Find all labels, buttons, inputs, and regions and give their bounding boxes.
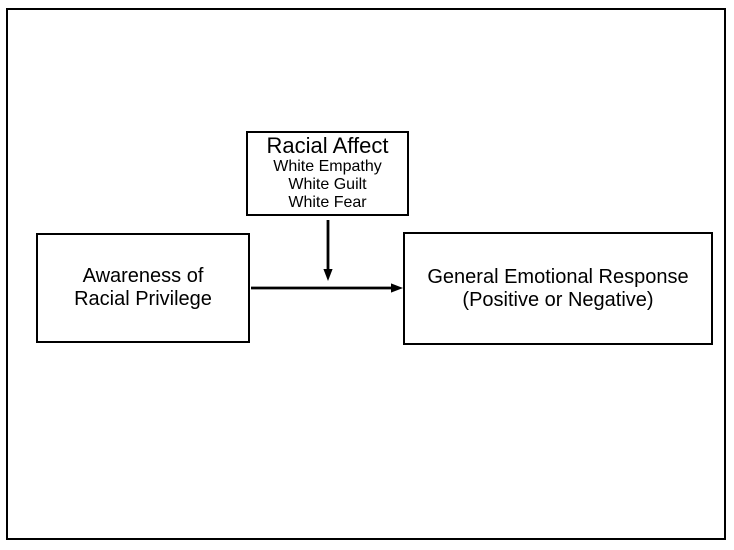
predictor-box: Awareness of Racial Privilege (36, 233, 250, 343)
predictor-box-label-line-2: Racial Privilege (74, 288, 212, 310)
outcome-box-label-line-1: General Emotional Response (427, 265, 689, 288)
mediator-box-item-white-fear: White Fear (288, 194, 367, 211)
mediator-box-item-white-guilt: White Guilt (288, 176, 367, 193)
mediator-box: Racial Affect White Empathy White Guilt … (246, 131, 409, 216)
figure-border (6, 8, 726, 540)
outcome-box-label-line-2: (Positive or Negative) (462, 288, 654, 311)
outcome-box: General Emotional Response (Positive or … (403, 232, 713, 345)
mediator-box-title: Racial Affect (266, 133, 389, 158)
predictor-box-label-line-1: Awareness of (82, 265, 204, 287)
mediator-box-item-white-empathy: White Empathy (273, 158, 382, 175)
